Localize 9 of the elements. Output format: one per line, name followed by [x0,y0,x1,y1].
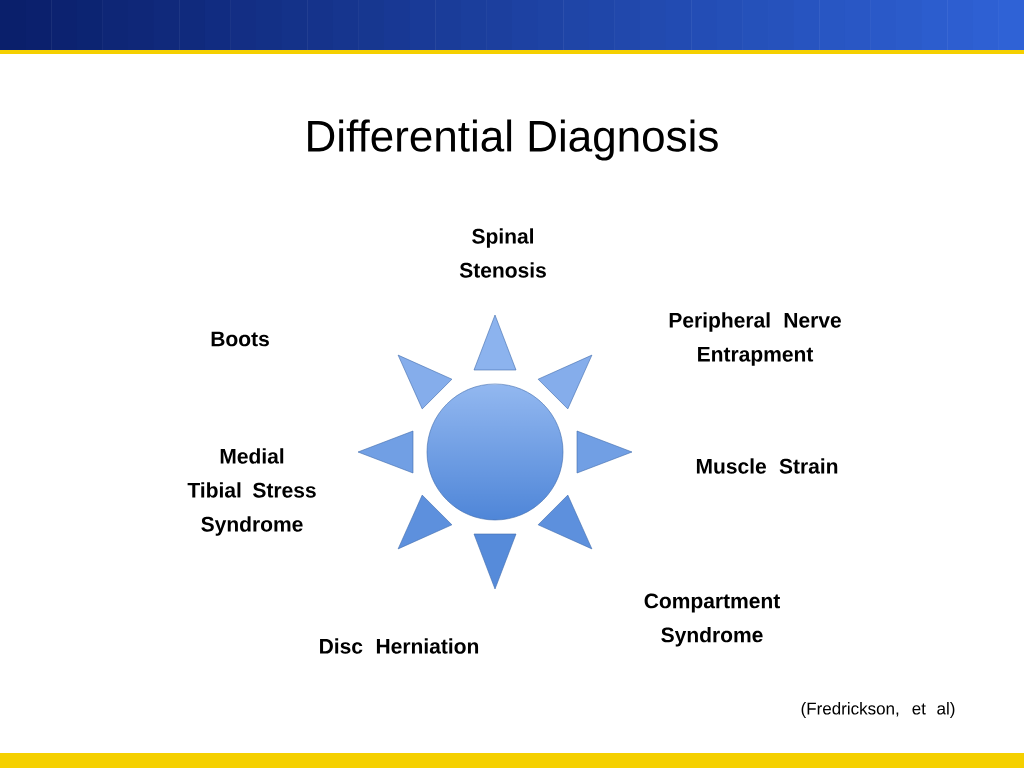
diagnosis-label: Spinal Stenosis [459,228,546,278]
slide-title: Differential Diagnosis [308,119,718,161]
diagnosis-label: Muscle Strain [696,458,838,474]
citation: (Fredrickson, et al) [801,702,955,718]
diagnosis-label: Medial Tibial Stress Syndrome [187,448,316,536]
diagnosis-label: Compartment Syndrome [644,593,780,647]
diagnosis-label: Boots [211,331,269,347]
diagnosis-label: Disc Herniation [320,638,479,654]
diagnosis-label: Peripheral Nerve Entrapment [669,312,841,366]
